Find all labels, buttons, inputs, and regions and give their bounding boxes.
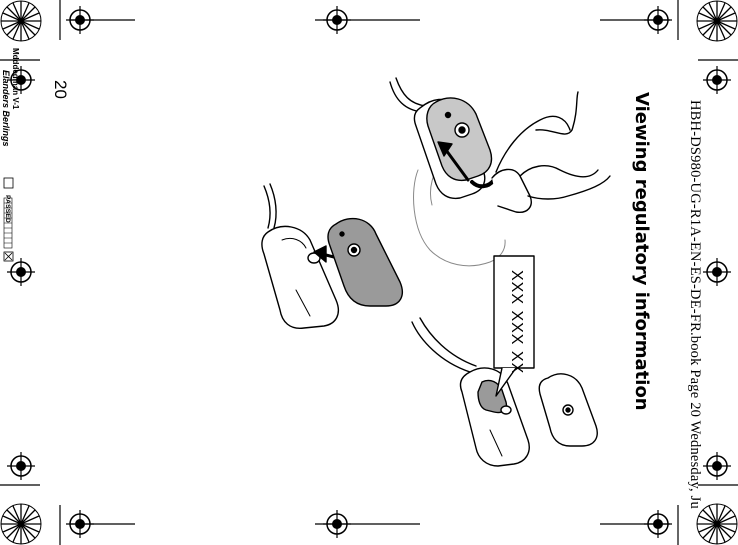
starburst-mark-bottom-left	[0, 503, 42, 545]
registration-target-top-2	[323, 6, 351, 34]
page-title: Viewing regulatory information	[631, 92, 652, 411]
registration-target-left-3	[7, 452, 35, 480]
printer-color-bar	[3, 177, 14, 262]
running-header: HBH-DS980-UG-R1A-EN-ES-DE-FR.book Page 2…	[687, 100, 703, 509]
registration-target-right-3	[703, 452, 731, 480]
registration-target-bottom-3	[644, 510, 672, 538]
page-number: 20	[51, 80, 70, 99]
registration-target-left-2	[7, 258, 35, 286]
printer-brand-text: Elanders Berlings	[1, 70, 11, 147]
registration-target-bottom-1	[66, 510, 94, 538]
illustration-attach-cover	[261, 183, 404, 329]
regulatory-label-callout: XXX XXX XX	[508, 270, 525, 375]
illustration-regulatory-label	[411, 255, 598, 467]
starburst-mark-bottom-right	[696, 503, 738, 545]
printer-status-text: PASSED	[4, 195, 11, 224]
registration-target-bottom-2	[323, 510, 351, 538]
illustration-remove-cover	[389, 77, 611, 267]
starburst-mark-top-left	[0, 0, 42, 42]
registration-target-right-1	[703, 66, 731, 94]
registration-target-left-1	[7, 66, 35, 94]
registration-target-top-3	[644, 6, 672, 34]
printer-info-text: Mdddedman V-1	[11, 48, 20, 110]
registration-target-top-1	[66, 6, 94, 34]
starburst-mark-top-right	[696, 0, 738, 42]
registration-target-right-2	[703, 258, 731, 286]
